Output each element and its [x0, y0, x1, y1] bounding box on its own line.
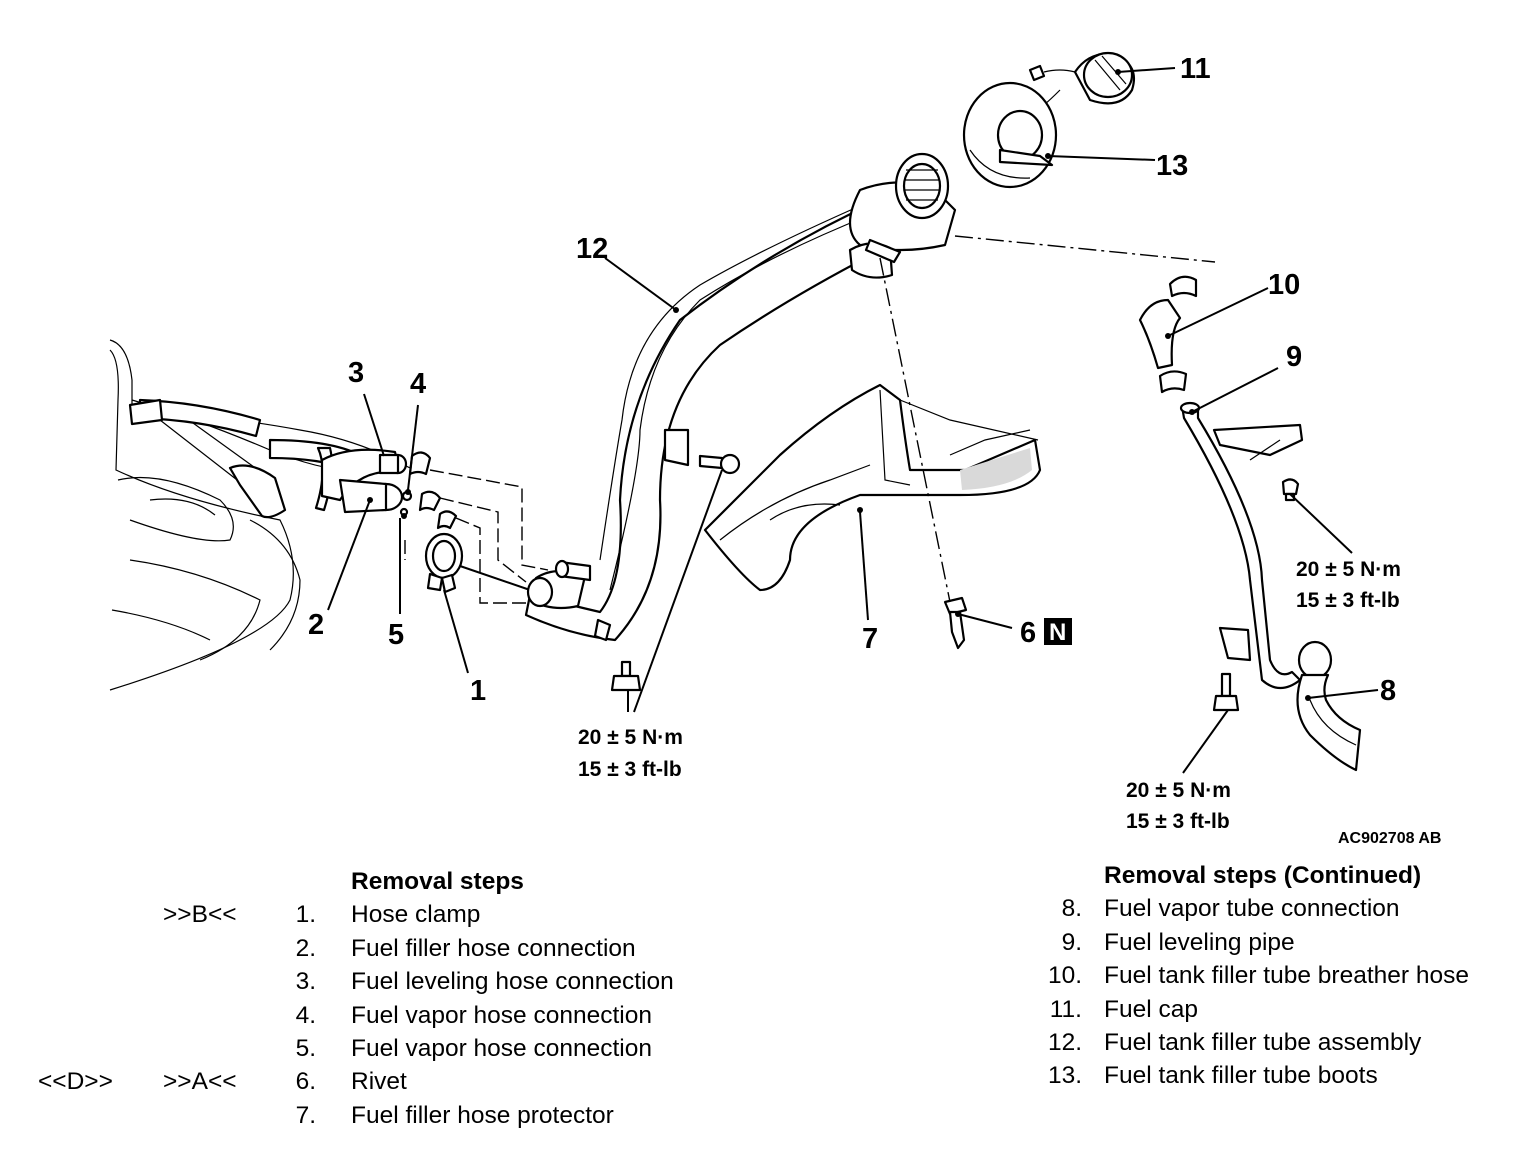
alignment-line: [459, 565, 531, 591]
step-label: Fuel cap: [1104, 995, 1198, 1023]
step-number: 5.: [295, 1034, 316, 1062]
alignment-line: [439, 497, 527, 583]
step-label: Fuel vapor tube connection: [1104, 895, 1400, 923]
torque-imperial: 15 ± 3 ft-lb: [1296, 589, 1400, 612]
callout-8: 8: [1380, 675, 1396, 707]
torque-spec-bottom: 20 ± 5 N·m 15 ± 3 ft-lb: [1126, 779, 1231, 833]
leveling-pipe-illustration: [1179, 401, 1304, 690]
removal-steps-list: Removal steps >>B<< 1. Hose clamp 2. Fue…: [0, 865, 760, 1132]
fuel-filler-hose-illustration: [320, 448, 413, 517]
alignment-line: [429, 469, 549, 571]
step-label: Fuel tank filler tube assembly: [1104, 1028, 1422, 1056]
torque-spec-right: 20 ± 5 N·m 15 ± 3 ft-lb: [1296, 558, 1401, 612]
callout-leaders: [327, 67, 1379, 774]
step-label: Fuel filler hose connection: [351, 934, 636, 962]
removal-step-row: 2. Fuel filler hose connection: [0, 932, 760, 965]
removal-step-row: 8. Fuel vapor tube connection: [1000, 892, 1536, 925]
removal-step-row: 3. Fuel leveling hose connection: [0, 965, 760, 998]
step-marker-right: >>A<<: [163, 1068, 237, 1096]
torque-metric: 20 ± 5 N·m: [578, 726, 683, 749]
removal-steps-continued-heading: Removal steps (Continued): [1104, 862, 1422, 889]
step-label: Rivet: [351, 1068, 407, 1096]
rivet-illustration: [943, 596, 968, 650]
step-number: 1.: [295, 901, 316, 929]
step-label: Fuel tank filler tube breather hose: [1104, 962, 1469, 990]
step-label: Hose clamp: [351, 901, 481, 929]
torque-imperial: 15 ± 3 ft-lb: [1126, 810, 1230, 833]
step-number: 2.: [295, 934, 316, 962]
alignment-line: [879, 257, 951, 603]
torque-imperial: 15 ± 3 ft-lb: [578, 758, 682, 781]
step-label: Fuel leveling pipe: [1104, 928, 1295, 956]
step-number: 3.: [295, 968, 316, 996]
vapor-tube-illustration: [1296, 640, 1362, 772]
step-label: Fuel leveling hose connection: [351, 968, 674, 996]
step-label: Fuel vapor hose connection: [351, 1034, 652, 1062]
step-number: 8.: [1061, 895, 1082, 923]
callout-5: 5: [388, 619, 404, 651]
removal-step-row: 5. Fuel vapor hose connection: [0, 1032, 760, 1065]
removal-step-row: <<D>> >>A<< 6. Rivet: [0, 1065, 760, 1098]
hose-clamp-1-illustration: [424, 532, 464, 594]
callout-4: 4: [410, 368, 426, 400]
step-label: Fuel vapor hose connection: [351, 1001, 652, 1029]
callout-12: 12: [576, 233, 608, 265]
new-part-badge: N: [1044, 618, 1072, 646]
alignment-line: [455, 517, 528, 604]
hose-clamps-illustration: [408, 451, 458, 530]
removal-step-row: >>B<< 1. Hose clamp: [0, 898, 760, 931]
fuel-cap-illustration: [1028, 51, 1136, 116]
step-number: 9.: [1061, 928, 1082, 956]
removal-steps-heading: Removal steps: [351, 868, 524, 895]
bolt-illustration: [610, 453, 1300, 712]
removal-steps-continued-list: Removal steps (Continued) 8. Fuel vapor …: [1000, 859, 1536, 1093]
step-number: 6.: [295, 1068, 316, 1096]
alignment-line: [954, 235, 1216, 263]
removal-step-row: 13. Fuel tank filler tube boots: [1000, 1059, 1536, 1092]
fuel-filler-hose-protector-illustration: [703, 383, 1042, 592]
callout-2: 2: [308, 609, 324, 641]
callout-3: 3: [348, 357, 364, 389]
breather-hose-illustration: [1138, 275, 1198, 394]
filler-tube-boot-illustration: [962, 81, 1058, 189]
exploded-parts-diagram: 1 2 3 4 5 6 N 7 8 9 10 11 12 13 20 ± 5 N…: [109, 51, 1441, 847]
step-number: 4.: [295, 1001, 316, 1029]
step-marker-left: <<D>>: [38, 1068, 113, 1096]
step-label: Fuel tank filler tube boots: [1104, 1062, 1378, 1090]
fuel-tank-illustration: [109, 339, 411, 691]
step-number: 7.: [295, 1101, 316, 1129]
step-number: 12.: [1047, 1028, 1082, 1056]
new-part-mark: N: [1049, 619, 1066, 646]
callout-9: 9: [1286, 341, 1302, 373]
torque-spec-center: 20 ± 5 N·m 15 ± 3 ft-lb: [578, 726, 683, 781]
step-number: 10.: [1047, 962, 1082, 990]
step-label: Fuel filler hose protector: [351, 1101, 614, 1129]
torque-metric: 20 ± 5 N·m: [1296, 558, 1401, 581]
callout-10: 10: [1268, 269, 1300, 301]
removal-step-row: 9. Fuel leveling pipe: [1000, 926, 1536, 959]
step-number: 13.: [1047, 1062, 1082, 1090]
filler-tube-assembly-illustration: [524, 152, 957, 642]
callout-13: 13: [1156, 150, 1188, 182]
removal-step-row: 7. Fuel filler hose protector: [0, 1099, 760, 1132]
callout-1: 1: [470, 675, 486, 707]
figure-code: AC902708 AB: [1338, 830, 1441, 847]
callout-7: 7: [862, 623, 878, 655]
step-number: 11.: [1049, 995, 1082, 1023]
step-marker-right: >>B<<: [163, 901, 237, 929]
removal-step-row: 11. Fuel cap: [1000, 993, 1536, 1026]
removal-step-row: 10. Fuel tank filler tube breather hose: [1000, 959, 1536, 992]
callout-6: 6: [1020, 617, 1036, 649]
torque-metric: 20 ± 5 N·m: [1126, 779, 1231, 802]
removal-step-row: 12. Fuel tank filler tube assembly: [1000, 1026, 1536, 1059]
callout-labels: 1 2 3 4 5 6 N 7 8 9 10 11 12 13: [308, 53, 1396, 707]
removal-step-row: 4. Fuel vapor hose connection: [0, 999, 760, 1032]
callout-11: 11: [1180, 53, 1211, 85]
